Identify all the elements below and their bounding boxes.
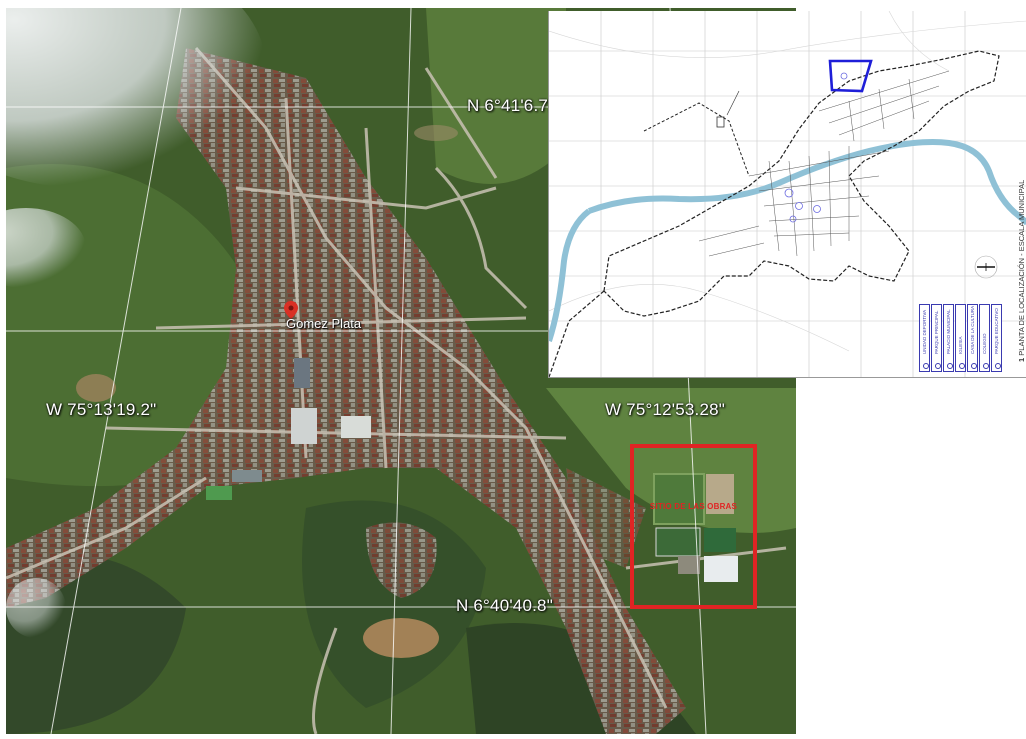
plan-title-text: PLANTA DE LOCALIZACIÓN - ESCALA MUNICIPA… [1017,179,1026,356]
legend-item-label: CASA DE LA CULTURA [970,305,975,354]
map-pin-icon[interactable] [284,301,298,319]
legend-item: CASA DE LA CULTURA [967,304,978,372]
location-plan-inset[interactable]: UNIDAD DEPORTIVA PARQUE PRINCIPAL PALACI… [548,11,1026,378]
legend-item: IGLESIA [955,304,966,372]
legend-item-label: PARQUE EDUCATIVO [994,308,999,354]
legend-item: COLEGIO [979,304,990,372]
legend-item: PARQUE EDUCATIVO [991,304,1002,372]
coord-north-top: N 6°41'6.72 [467,96,558,115]
legend-marker-icon [971,363,977,369]
coord-west-right: W 75°12'53.28" [605,400,726,419]
legend-marker-icon [995,363,1001,369]
north-arrow-icon [974,255,998,279]
legend-marker-icon [959,363,965,369]
legend-item-label: COLEGIO [982,333,987,354]
site-highlight-box[interactable]: SITIO DE LAS OBRAS [630,444,757,609]
plan-legend: UNIDAD DEPORTIVA PARQUE PRINCIPAL PALACI… [919,304,1011,372]
legend-marker-icon [983,363,989,369]
place-label: Gomez Plata [286,316,362,331]
plan-sheet-number: 1 [1017,357,1026,362]
coord-north-bottom: N 6°40'40.8" [456,596,553,615]
site-label: SITIO DE LAS OBRAS [649,502,738,511]
legend-item-label: UNIDAD DEPORTIVA [922,309,927,354]
legend-item-label: PARQUE PRINCIPAL [934,310,939,354]
legend-marker-icon [947,363,953,369]
coord-west-left: W 75°13'19.2" [46,400,157,419]
plan-title: 1 PLANTA DE LOCALIZACIÓN - ESCALA MUNICI… [1007,71,1026,371]
legend-marker-icon [923,363,929,369]
legend-item: PARQUE PRINCIPAL [931,304,942,372]
legend-item-label: IGLESIA [958,336,963,354]
legend-item-label: PALACIO MUNICIPAL [946,309,951,354]
legend-marker-icon [935,363,941,369]
legend-item: UNIDAD DEPORTIVA [919,304,930,372]
legend-item: PALACIO MUNICIPAL [943,304,954,372]
